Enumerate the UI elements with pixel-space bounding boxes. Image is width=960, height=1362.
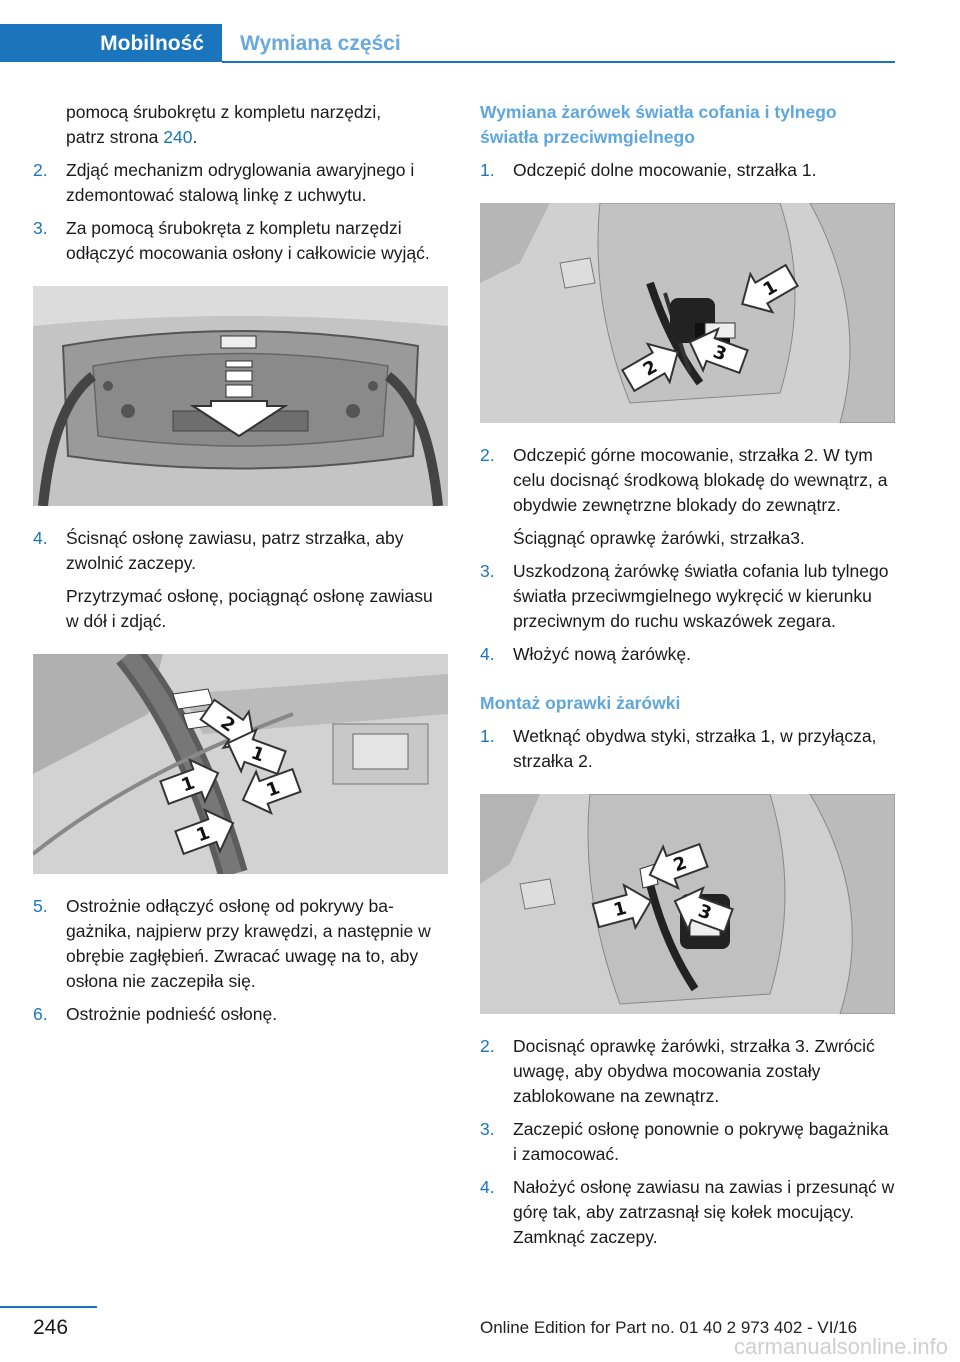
step-number: 2. bbox=[480, 445, 495, 465]
step-text: Za pomocą śrubokręta z kompletu narzędzi… bbox=[66, 218, 430, 263]
step-text: Uszkodzoną żarówkę światła cofania lub t… bbox=[513, 561, 889, 631]
step-text: Ścisnąć osłonę zawiasu, patrz strzałka, … bbox=[66, 528, 404, 573]
step-number: 3. bbox=[33, 218, 48, 238]
step-number: 3. bbox=[480, 1119, 495, 1139]
list-item: 2. Zdjąć mechanizm odryglowania awaryj­n… bbox=[33, 158, 448, 208]
lamp-socket-illustration: 1 2 3 bbox=[480, 203, 895, 423]
step-number: 4. bbox=[33, 528, 48, 548]
step-number: 6. bbox=[33, 1004, 48, 1024]
step-text: Odczepić dolne mocowanie, strzałka 1. bbox=[513, 160, 817, 180]
subsection-title[interactable]: Wymiana części bbox=[240, 32, 401, 55]
page-header: Mobilność Wymiana części bbox=[0, 24, 895, 63]
hinge-cover-illustration: 2 1 1 1 1 bbox=[33, 654, 448, 874]
step-number: 1. bbox=[480, 160, 495, 180]
step-number: 1. bbox=[480, 726, 495, 746]
section-title: Mobilność bbox=[100, 32, 204, 55]
list-item: 2. Odczepić górne mocowanie, strzałka 2.… bbox=[480, 443, 895, 518]
step-text: Nałożyć osłonę zawiasu na zawias i przes… bbox=[513, 1177, 895, 1247]
socket-mounting-illustration: 2 1 3 bbox=[480, 794, 895, 1014]
list-item: 1. Odczepić dolne mocowanie, strzałka 1. bbox=[480, 158, 895, 183]
list-item: 2. Docisnąć oprawkę żarówki, strzałka 3.… bbox=[480, 1034, 895, 1109]
edition-note: Online Edition for Part no. 01 40 2 973 … bbox=[480, 1318, 858, 1337]
callout-label: 1 bbox=[611, 898, 629, 922]
list-item: 5. Ostrożnie odłączyć osłonę od pokrywy … bbox=[33, 894, 448, 994]
step-number: 5. bbox=[33, 896, 48, 916]
step-text: Docisnąć oprawkę żarówki, strzałka 3. Zw… bbox=[513, 1036, 875, 1106]
punctuation: . bbox=[192, 127, 198, 147]
step-text: Ostrożnie odłączyć osłonę od pokrywy ba­… bbox=[66, 896, 431, 991]
trunk-lid-illustration bbox=[33, 286, 448, 506]
text-line: patrz strona bbox=[66, 127, 164, 147]
list-item: 1. Wetknąć obydwa styki, strzałka 1, w p… bbox=[480, 724, 895, 774]
step-number: 2. bbox=[33, 160, 48, 180]
footer-rule bbox=[0, 1306, 97, 1308]
step-text: Włożyć nową żarówkę. bbox=[513, 644, 691, 664]
list-item: 3. Uszkodzoną żarówkę światła cofania lu… bbox=[480, 559, 895, 634]
page-link[interactable]: 240 bbox=[163, 127, 193, 147]
left-column: pomocą śrubokrętu z kompletu narzędzi, p… bbox=[33, 100, 448, 1035]
list-item: 3. Za pomocą śrubokręta z kompletu narzę… bbox=[33, 216, 448, 266]
step-text: Odczepić górne mocowanie, strzałka 2. W … bbox=[513, 445, 888, 515]
header-rule bbox=[222, 61, 895, 63]
step-text: Ostrożnie podnieść osłonę. bbox=[66, 1004, 278, 1024]
section-heading: Wymiana żarówek światła cofania i tylneg… bbox=[480, 102, 837, 147]
step-number: 3. bbox=[480, 561, 495, 581]
list-item: 3. Zaczepić osłonę ponownie o pokrywę ba… bbox=[480, 1117, 895, 1167]
step-text: Wetknąć obydwa styki, strzałka 1, w przy… bbox=[513, 726, 877, 771]
continued-text: pomocą śrubokrętu z kompletu narzędzi, p… bbox=[33, 100, 448, 150]
step-subtext: Przytrzymać osłonę, pociągnąć osłonę za­… bbox=[66, 586, 433, 631]
step-number: 4. bbox=[480, 644, 495, 664]
right-column: Wymiana żarówek światła cofania i tylneg… bbox=[480, 100, 895, 1258]
step-number: 2. bbox=[480, 1036, 495, 1056]
step-text: Zdjąć mechanizm odryglowania awaryj­nego… bbox=[66, 160, 415, 205]
step-subtext: Ściągnąć oprawkę żarówki, strzałka3. bbox=[513, 528, 805, 548]
text-line: pomocą śrubokrętu z kompletu narzędzi, bbox=[66, 102, 382, 122]
step-number: 4. bbox=[480, 1177, 495, 1197]
list-item: 6. Ostrożnie podnieść osłonę. bbox=[33, 1002, 448, 1027]
section-heading: Montaż oprawki żarówki bbox=[480, 693, 681, 713]
section-tab[interactable]: Mobilność bbox=[0, 24, 222, 62]
watermark: carmanualsonline.info bbox=[733, 1334, 948, 1359]
list-item: 4. Włożyć nową żarówkę. bbox=[480, 642, 895, 667]
list-item: 4. Ścisnąć osłonę zawiasu, patrz strzałk… bbox=[33, 526, 448, 576]
list-item: 4. Nałożyć osłonę zawiasu na zawias i pr… bbox=[480, 1175, 895, 1250]
step-text: Zaczepić osłonę ponownie o pokrywę ba­ga… bbox=[513, 1119, 889, 1164]
page-number: 246 bbox=[33, 1316, 69, 1339]
